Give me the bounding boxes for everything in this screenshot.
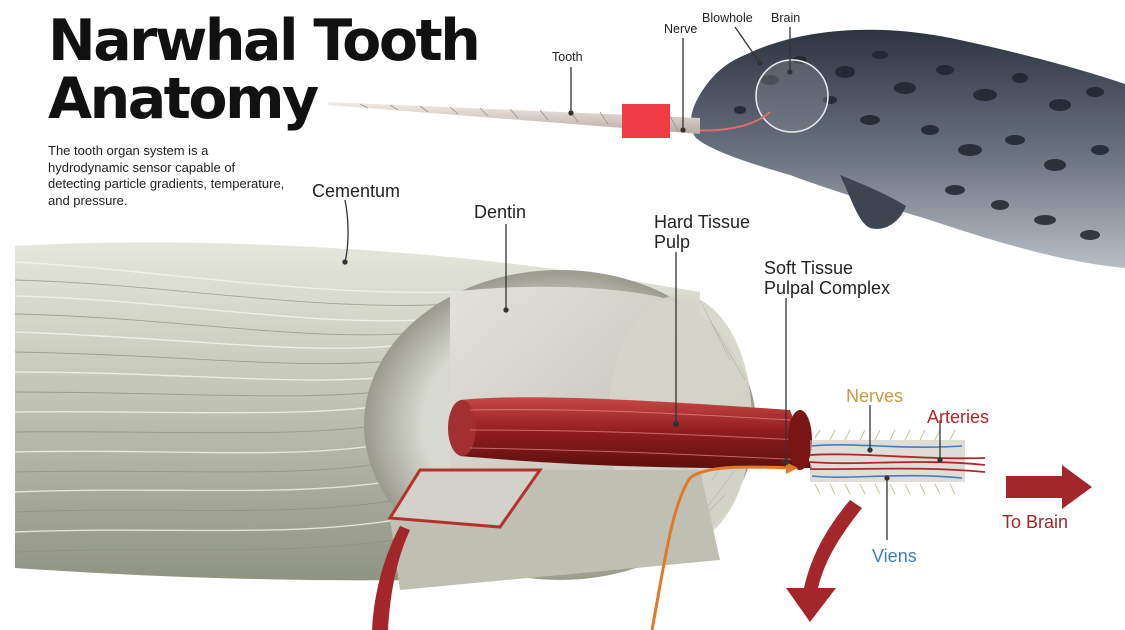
label-hard-tissue: Hard Tissue [654, 212, 750, 233]
title-line-2: Anatomy [48, 70, 317, 128]
down-arrow [786, 500, 862, 622]
tooth-cross-section [15, 242, 985, 630]
label-brain: Brain [771, 11, 800, 25]
label-tooth: Tooth [552, 50, 583, 64]
tusk [328, 102, 700, 138]
label-nerves: Nerves [846, 386, 903, 407]
label-blowhole: Blowhole [702, 11, 753, 25]
label-pulpal-complex: Pulpal Complex [764, 278, 890, 299]
label-cementum: Cementum [312, 181, 400, 202]
narwhal-head [690, 30, 1125, 268]
tusk-section-marker [622, 104, 670, 138]
label-dentin: Dentin [474, 202, 526, 223]
label-pulp: Pulp [654, 232, 690, 253]
label-arteries: Arteries [927, 407, 989, 428]
title-line-1: Narwhal Tooth [48, 12, 478, 70]
label-viens: Viens [872, 546, 917, 567]
pulpal-complex [810, 430, 985, 494]
to-brain-arrow [1006, 465, 1092, 509]
label-to-brain: To Brain [1002, 512, 1068, 533]
label-soft-tissue: Soft Tissue [764, 258, 853, 279]
description: The tooth organ system is a hydrodynamic… [48, 143, 288, 209]
label-nerve: Nerve [664, 22, 697, 36]
